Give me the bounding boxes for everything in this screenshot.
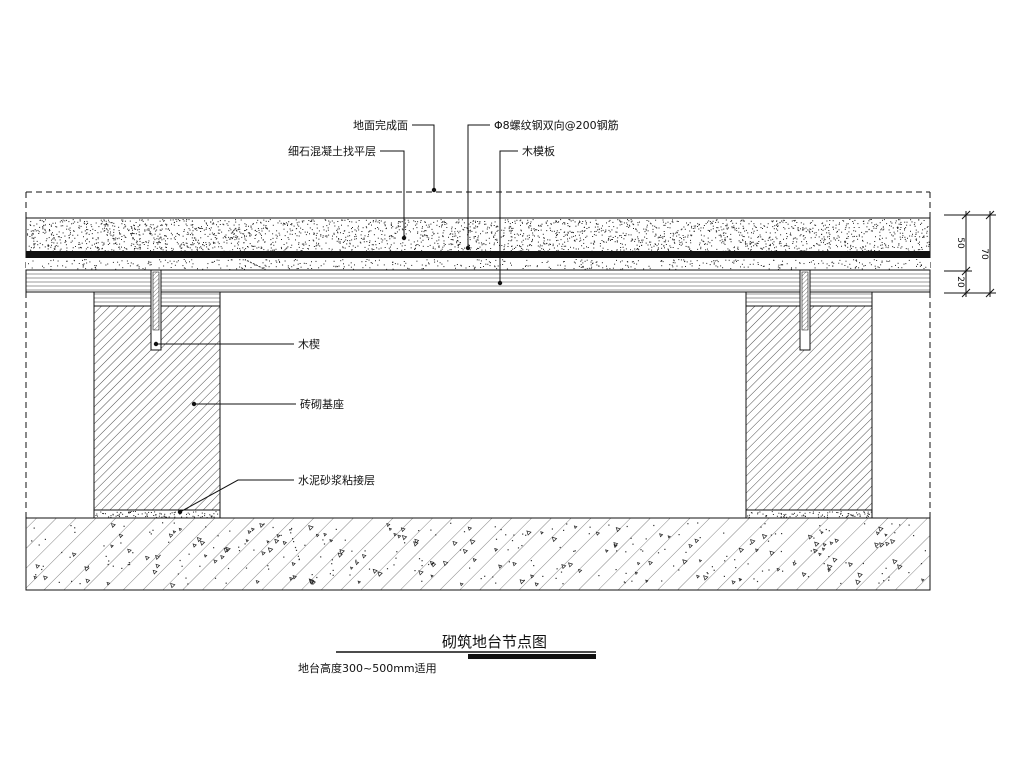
screed-speckles	[27, 219, 930, 252]
drawing-subtitle: 地台高度300~500mm适用	[298, 661, 437, 675]
dim-bottom: 20	[955, 276, 965, 288]
ground-aggregate-marks	[31, 522, 926, 589]
dim-total: 70	[979, 248, 989, 260]
wood-board	[25, 269, 931, 293]
label-wood-wedge: 木楔	[298, 338, 320, 351]
label-screed-layer: 细石混凝土找平层	[288, 144, 376, 158]
screed-layer	[25, 217, 931, 253]
leaders	[156, 124, 518, 513]
mortar-bond-layer	[93, 509, 873, 519]
label-mortar-bond: 水泥砂浆粘接层	[298, 473, 375, 487]
wood-wedge-right	[799, 269, 811, 351]
screed-lower	[26, 258, 930, 270]
wood-wedge-left	[150, 269, 162, 351]
label-brick-base: 砖砌基座	[300, 397, 344, 411]
dimension-marks	[944, 210, 996, 298]
leader-dots	[153, 187, 503, 515]
dim-top: 50	[955, 237, 965, 249]
drawing-title: 砌筑地台节点图	[442, 633, 547, 651]
title-underline	[336, 651, 596, 659]
label-rebar-mesh: Φ8螺纹钢双向@200钢筋	[494, 118, 619, 132]
ground-concrete	[25, 517, 931, 591]
pier-caps	[93, 291, 873, 307]
screed-lower-speckles	[28, 259, 927, 270]
label-finish-layer: 地面完成面	[353, 118, 408, 132]
label-wood-board: 木模板	[522, 144, 555, 158]
